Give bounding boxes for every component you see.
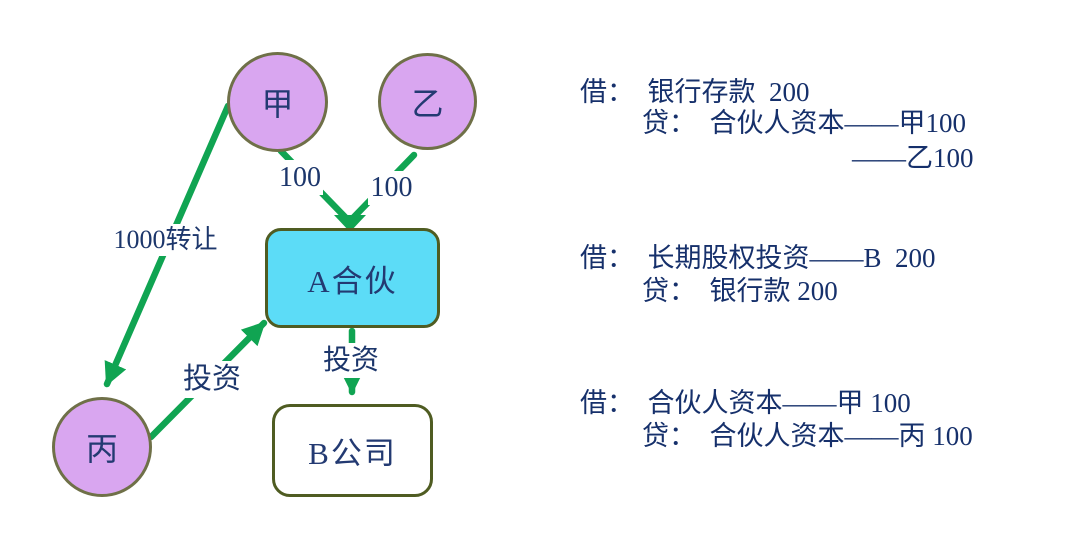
edge-label-transfer-1000: 1000转让 (100, 224, 231, 256)
journal-entry-1-credit-line2: ——乙100 (852, 143, 974, 173)
node-partner-jia-label: 甲 (261, 86, 294, 122)
node-partner-bing-label: 丙 (85, 431, 118, 467)
journal-entry-3-credit: 贷： 合伙人资本——丙 100 (642, 421, 973, 451)
edge-label-jia-100: 100 (277, 160, 323, 195)
node-b-company-label: B公司 (308, 436, 397, 471)
node-b-company: B公司 (272, 404, 433, 497)
node-partner-jia: 甲 (227, 52, 328, 152)
journal-entry-2-debit: 借： 长期股权投资——B 200 (580, 243, 936, 273)
edge-label-yi-100: 100 (368, 171, 415, 205)
node-partner-yi-label: 乙 (411, 85, 444, 122)
arrowhead-partnership-top (334, 215, 366, 232)
node-a-partnership: A合伙 (265, 228, 440, 328)
edge-label-invest-bcompany: 投资 (316, 343, 386, 378)
journal-entry-3-debit: 借： 合伙人资本——甲 100 (580, 388, 911, 418)
node-a-partnership-label: A合伙 (307, 263, 398, 299)
edge-label-invest-bing: 投资 (176, 361, 248, 398)
journal-entry-1-debit: 借： 银行存款 200 (580, 77, 810, 107)
node-partner-yi: 乙 (378, 53, 477, 150)
journal-entry-2-credit: 贷： 银行款 200 (642, 276, 838, 306)
node-partner-bing: 丙 (52, 397, 152, 497)
journal-entry-1-credit: 贷： 合伙人资本——甲100 (642, 108, 966, 138)
